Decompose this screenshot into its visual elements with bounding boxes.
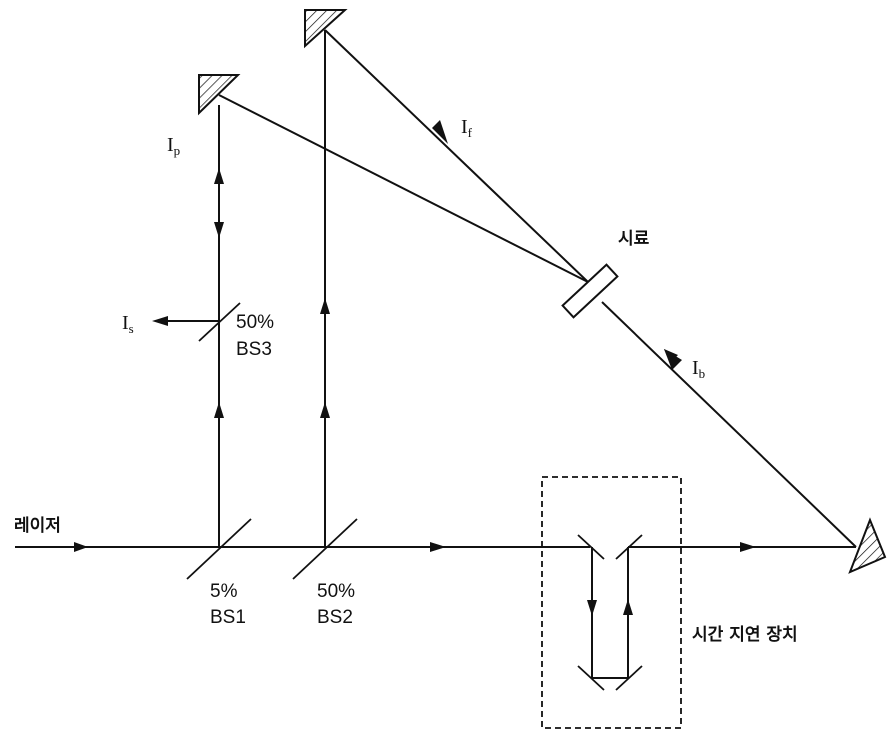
forward-label: If [461, 116, 473, 140]
bs2-name-label: BS2 [317, 607, 353, 628]
backward-beam [601, 301, 857, 548]
bs1-splitter [186, 518, 252, 580]
beam-arrow-right [740, 542, 756, 552]
delay-arrow-down [587, 600, 597, 616]
signal-label: Is [122, 312, 134, 336]
backward-arrow-tip [664, 349, 682, 370]
probe-arrow-up-upper [214, 168, 224, 184]
laser-label: 레이저 [14, 516, 61, 536]
mirror-end [848, 517, 887, 574]
sample-label: 시료 [618, 229, 650, 249]
beam-arrow-mid [430, 542, 446, 552]
forward-arrow-up-lower [320, 402, 330, 418]
probe-arrow-up-lower [214, 402, 224, 418]
bs2-splitter [292, 518, 358, 580]
backward-label: Ib [692, 357, 705, 381]
forward-arrow-up-upper [320, 298, 330, 314]
probe-label: Ip [167, 134, 180, 158]
probe-to-sample-beam [218, 94, 589, 283]
bs3-splitter [198, 302, 241, 342]
sample [561, 263, 619, 319]
bs1-name-label: BS1 [210, 607, 246, 628]
bs2-ratio-label: 50% [317, 581, 355, 602]
delay-arrow-up [623, 599, 633, 615]
forward-to-sample-beam [324, 29, 589, 283]
mirror-f [304, 9, 348, 49]
delay-label: 시간 지연 장치 [692, 625, 798, 645]
bs3-ratio-label: 50% [236, 312, 274, 333]
bs3-name-label: BS3 [236, 339, 272, 360]
forward-arrow [432, 120, 448, 144]
mirror-p [198, 74, 241, 116]
signal-arrow [152, 316, 168, 326]
probe-arrow-down [214, 222, 224, 238]
bs1-ratio-label: 5% [210, 581, 238, 602]
laser-arrow [74, 542, 88, 552]
delay-stage-box [541, 476, 682, 729]
